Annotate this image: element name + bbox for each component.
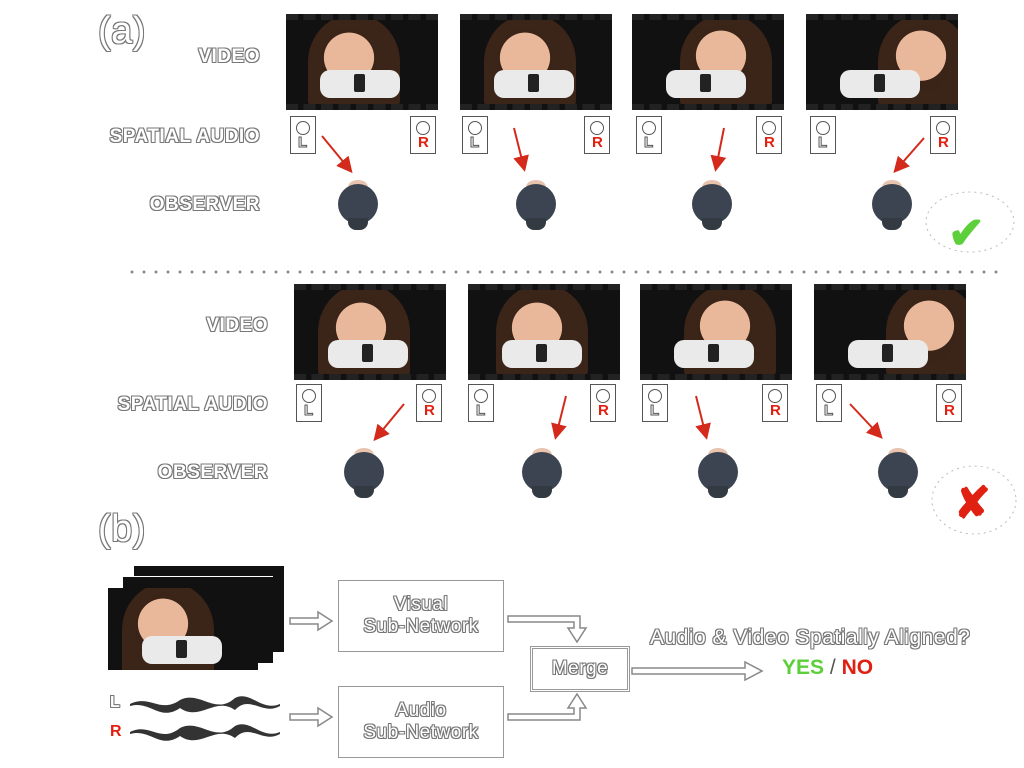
left-speaker-icon: L xyxy=(810,116,836,154)
left-speaker-icon: L xyxy=(642,384,668,422)
visual-subnetwork-box: Visual Sub-Network xyxy=(338,580,504,652)
waveform-right-label: R xyxy=(110,723,122,740)
arrow-icon xyxy=(289,706,334,728)
arrow-icon xyxy=(551,395,567,440)
left-speaker-icon: L xyxy=(296,384,322,422)
separator-dotted-line xyxy=(126,270,1002,274)
right-speaker-icon: R xyxy=(930,116,956,154)
row-label-spatial-audio-top: SPATIAL AUDIO xyxy=(109,126,260,147)
left-speaker-icon: L xyxy=(816,384,842,422)
left-speaker-icon: L xyxy=(290,116,316,154)
right-speaker-icon: R xyxy=(762,384,788,422)
video-input-frame xyxy=(108,588,258,670)
video-frame xyxy=(460,14,612,110)
row-label-spatial-audio-bottom: SPATIAL AUDIO xyxy=(117,394,268,415)
cross-cloud-icon xyxy=(931,465,1017,535)
observer-head-icon xyxy=(690,180,734,230)
video-frame xyxy=(640,284,792,380)
audio-subnetwork-label: Audio Sub-Network xyxy=(363,700,479,743)
waveform-icon xyxy=(130,696,280,741)
arrow-icon xyxy=(695,395,711,440)
video-frame xyxy=(806,14,958,110)
arrow-icon xyxy=(289,610,334,632)
merge-box: Merge xyxy=(530,646,630,692)
video-frame xyxy=(286,14,438,110)
merge-label: Merge xyxy=(551,658,609,679)
row-label-observer-bottom: OBSERVER xyxy=(157,462,268,483)
arrow-icon xyxy=(893,137,925,174)
left-speaker-icon: L xyxy=(462,116,488,154)
observer-head-icon xyxy=(696,448,740,498)
right-speaker-icon: R xyxy=(416,384,442,422)
waveform-left-label: L xyxy=(110,694,121,711)
observer-head-icon xyxy=(336,180,380,230)
right-speaker-icon: R xyxy=(410,116,436,154)
answer-slash: / xyxy=(829,656,836,679)
check-cloud-icon xyxy=(925,191,1015,253)
arrow-icon xyxy=(710,127,727,172)
output-question: Audio & Video Spatially Aligned? xyxy=(650,626,971,649)
left-speaker-icon: L xyxy=(468,384,494,422)
audio-subnetwork-box: Audio Sub-Network xyxy=(338,686,504,758)
arrow-icon xyxy=(631,660,764,682)
observer-head-icon xyxy=(514,180,558,230)
right-speaker-icon: R xyxy=(756,116,782,154)
left-speaker-icon: L xyxy=(636,116,662,154)
observer-head-icon xyxy=(520,448,564,498)
observer-head-icon xyxy=(870,180,914,230)
arrow-icon xyxy=(321,135,353,174)
right-speaker-icon: R xyxy=(590,384,616,422)
arrow-icon xyxy=(513,127,529,172)
arrow-icon xyxy=(507,692,588,721)
video-frame xyxy=(468,284,620,380)
observer-head-icon xyxy=(876,448,920,498)
video-frame xyxy=(814,284,966,380)
visual-subnetwork-label: Visual Sub-Network xyxy=(363,594,479,637)
panel-b-label: (b) xyxy=(98,508,146,550)
row-label-video-bottom: VIDEO xyxy=(206,315,268,336)
arrow-icon xyxy=(507,615,588,644)
video-frame xyxy=(294,284,446,380)
arrow-icon xyxy=(373,403,405,442)
row-label-observer-top: OBSERVER xyxy=(149,194,260,215)
cross-icon: ✘ xyxy=(954,479,991,528)
video-frame xyxy=(632,14,784,110)
answer-no: NO xyxy=(841,656,874,679)
output-answer: YES / NO xyxy=(782,656,873,680)
check-icon: ✔ xyxy=(948,209,985,258)
answer-yes: YES xyxy=(782,656,825,679)
panel-a-label: (a) xyxy=(98,10,146,52)
right-speaker-icon: R xyxy=(584,116,610,154)
right-speaker-icon: R xyxy=(936,384,962,422)
arrow-icon xyxy=(849,403,883,439)
observer-head-icon xyxy=(342,448,386,498)
row-label-video-top: VIDEO xyxy=(198,46,260,67)
